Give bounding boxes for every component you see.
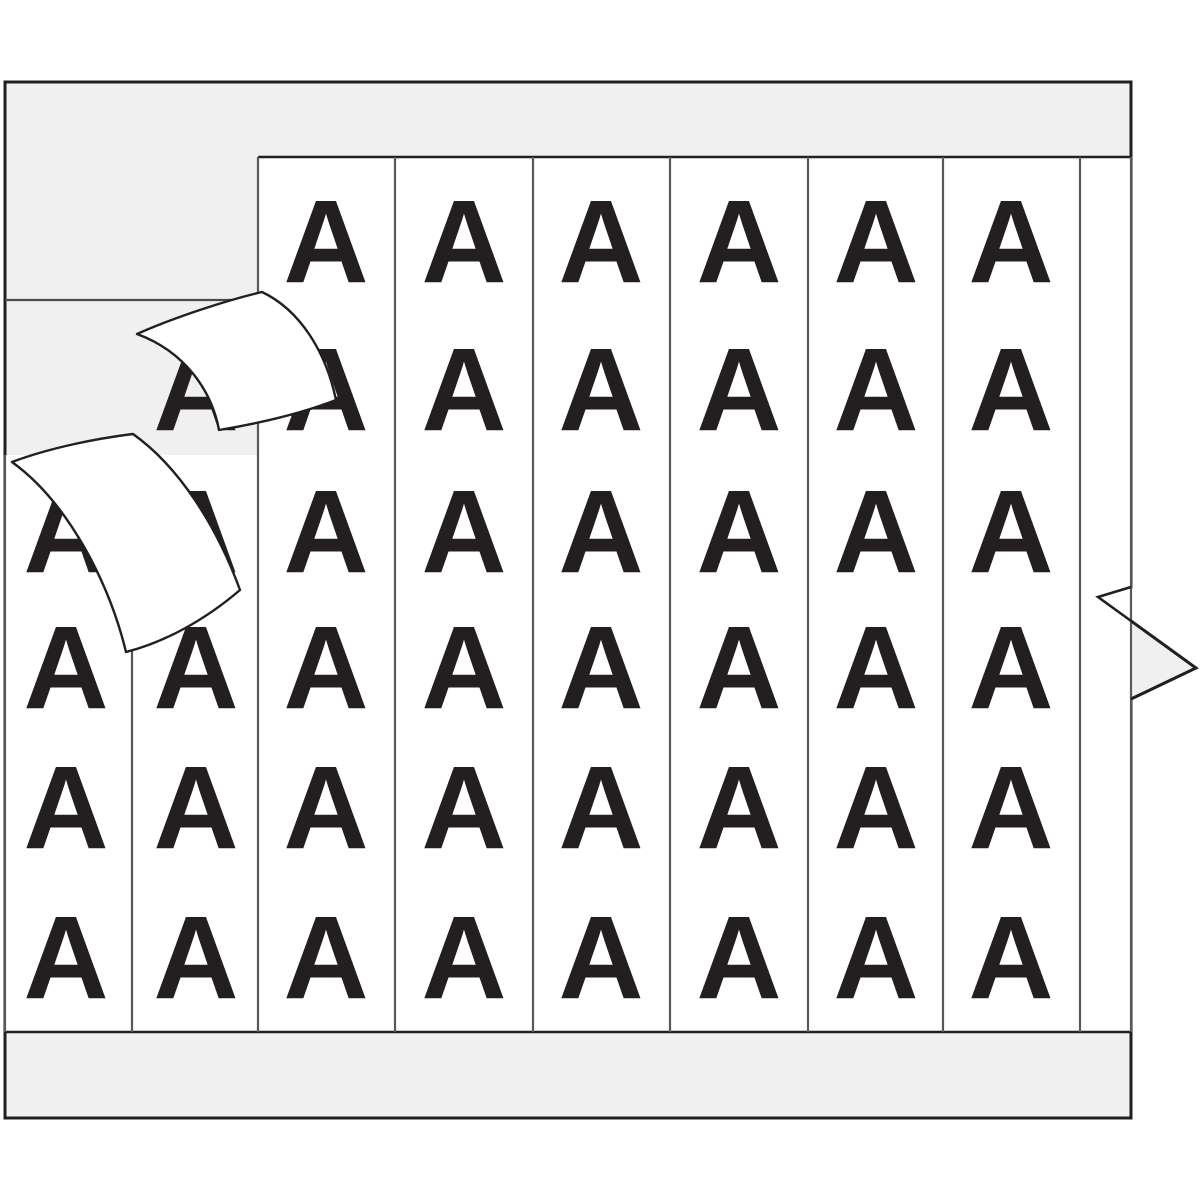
- label-letter: A: [283, 602, 368, 734]
- peeled-label-upper-face: [135, 290, 338, 432]
- label-letter: A: [558, 602, 643, 734]
- label-letter: A: [833, 892, 918, 1024]
- label-letter: A: [421, 466, 506, 598]
- label-letter: A: [968, 742, 1053, 874]
- label-row-4: A A A A A A A A: [23, 602, 1053, 734]
- column-dividers: [3, 157, 1133, 1032]
- label-row-6: A A A A A A A A: [23, 892, 1053, 1024]
- label-letter: A: [558, 324, 643, 456]
- label-letter: A: [421, 602, 506, 734]
- label-letter: A: [968, 324, 1053, 456]
- label-letter: A: [558, 742, 643, 874]
- label-letter: A: [283, 176, 368, 308]
- label-letter: A: [283, 892, 368, 1024]
- label-letter: A: [968, 466, 1053, 598]
- label-letter: A: [968, 602, 1053, 734]
- label-letter: A: [696, 466, 781, 598]
- label-letter: A: [421, 324, 506, 456]
- label-letter: A: [558, 892, 643, 1024]
- label-letter: A: [558, 176, 643, 308]
- label-letter: A: [421, 742, 506, 874]
- label-letter: A: [283, 742, 368, 874]
- label-letter: A: [833, 602, 918, 734]
- label-letter: A: [833, 742, 918, 874]
- label-letter: A: [23, 892, 108, 1024]
- label-letter: A: [968, 892, 1053, 1024]
- peeled-label-upper: [135, 290, 338, 432]
- label-row-1: A A A A A A: [283, 176, 1053, 308]
- label-row-5: A A A A A A A A: [23, 742, 1053, 874]
- label-letter: A: [23, 742, 108, 874]
- peeled-label-lower: [10, 432, 242, 654]
- label-letter: A: [696, 892, 781, 1024]
- label-letter: A: [421, 892, 506, 1024]
- label-letter: A: [833, 324, 918, 456]
- label-letter: A: [153, 892, 238, 1024]
- label-letter: A: [696, 176, 781, 308]
- label-letter: A: [421, 176, 506, 308]
- label-letter: A: [696, 742, 781, 874]
- label-letter: A: [558, 466, 643, 598]
- label-letter: A: [696, 324, 781, 456]
- label-letter: A: [23, 602, 108, 734]
- label-letter: A: [283, 466, 368, 598]
- label-letter: A: [833, 176, 918, 308]
- label-letter: A: [968, 176, 1053, 308]
- label-letter: A: [833, 466, 918, 598]
- label-letter: A: [696, 602, 781, 734]
- zigzag-tear-edge: [1095, 585, 1199, 701]
- peeled-label-lower-face: [10, 432, 242, 654]
- label-letter: A: [153, 742, 238, 874]
